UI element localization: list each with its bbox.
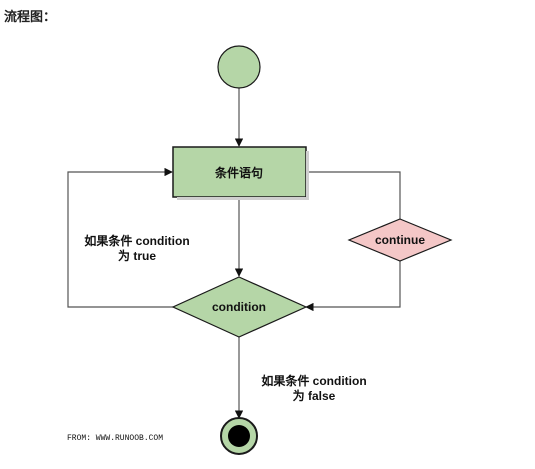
end-node-inner — [228, 425, 250, 447]
statement-to-continue-line — [306, 171, 401, 220]
continue-node — [347, 218, 453, 262]
true-branch-note-line1: 如果条件 condition — [84, 233, 189, 248]
true-loop-arrow — [67, 167, 173, 308]
continue-label: continue — [375, 233, 425, 247]
condition-node — [171, 276, 308, 338]
condition-statement-node — [172, 146, 307, 198]
start-node — [217, 45, 261, 89]
condition-statement-shadow-bottom — [177, 197, 309, 200]
page-heading: 流程图： — [4, 9, 57, 24]
false-branch-note-line2: 为 false — [293, 388, 336, 403]
condition-statement-shadow — [306, 151, 309, 200]
condition-label: condition — [212, 300, 266, 314]
continue-to-condition-arrow — [305, 260, 401, 312]
true-branch-note-line2: 为 true — [118, 248, 156, 263]
source-credit: FROM: WWW.RUNOOB.COM — [67, 434, 163, 443]
condition-statement-label: 条件语句 — [214, 165, 263, 180]
false-branch-note-line1: 如果条件 condition — [261, 373, 366, 388]
